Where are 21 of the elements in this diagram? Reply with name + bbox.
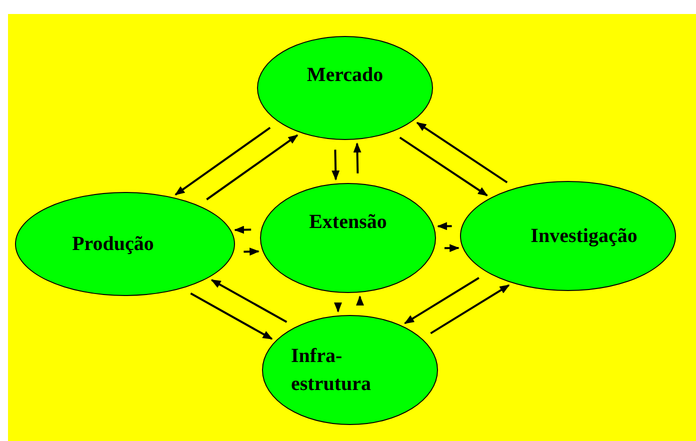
- arrow: [334, 302, 342, 312]
- node-label: Produção: [72, 232, 154, 257]
- arrow: [437, 222, 452, 230]
- node-label: Infra- estrutura: [291, 344, 372, 397]
- node-label: Investigação: [530, 224, 638, 249]
- arrow: [210, 279, 288, 323]
- arrow: [332, 150, 340, 180]
- arrow: [444, 244, 460, 252]
- arrow: [399, 136, 488, 196]
- arrow: [234, 226, 252, 234]
- arrow: [416, 122, 508, 184]
- arrow: [190, 292, 273, 340]
- arrow: [404, 277, 480, 324]
- arrow: [174, 126, 271, 196]
- arrow: [244, 248, 260, 256]
- arrow: [356, 296, 364, 306]
- arrow: [206, 134, 298, 200]
- node-label: Mercado: [306, 63, 384, 88]
- arrow: [430, 284, 510, 334]
- arrow: [353, 142, 362, 174]
- node-label: Extensão: [309, 210, 387, 235]
